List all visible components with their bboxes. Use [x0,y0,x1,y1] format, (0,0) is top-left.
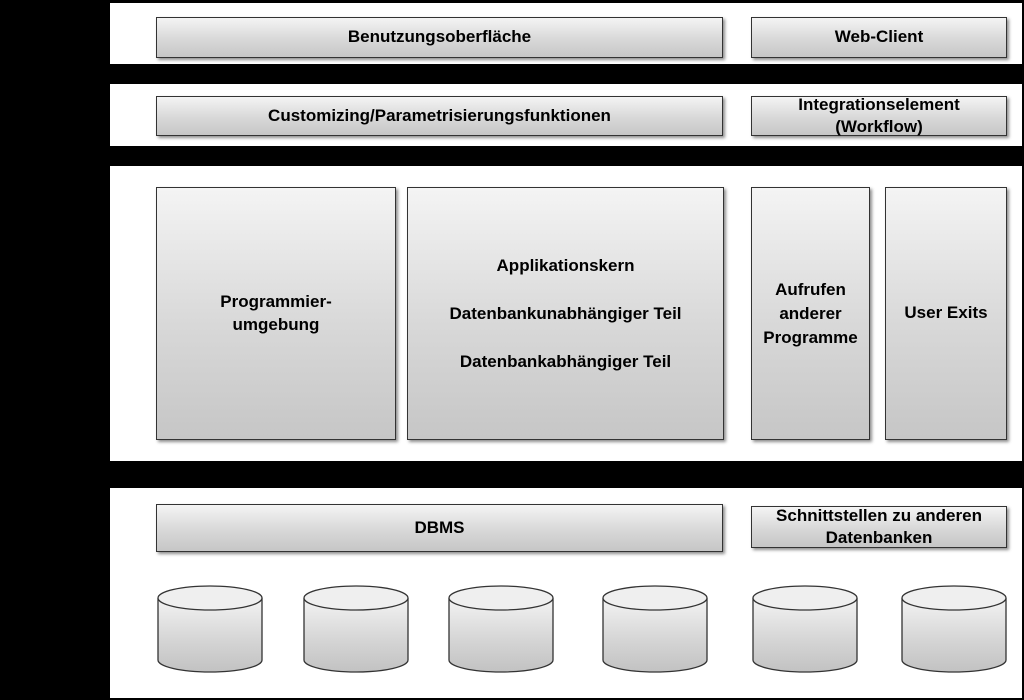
database-cylinder-icon [157,585,263,673]
dbms-label: DBMS [414,517,465,537]
call-other-programs-line1: Aufrufen [775,279,846,299]
database-cylinder-icon [303,585,409,673]
user-interface-label: Benutzungsoberfläche [347,27,532,47]
application-core-box: Applikationskern Datenbankunabhängiger T… [407,187,724,440]
integration-element-line1: Integrationselement [798,94,960,114]
call-other-programs-box: Aufrufen anderer Programme [751,187,870,440]
programming-environment-box: Programmier- umgebung [156,187,396,440]
database-cylinder-icon [448,585,554,673]
database-cylinder-icon [602,585,708,673]
db-dependent-part-label: Datenbankabhängiger Teil [459,351,672,371]
database-cylinder-icon [901,585,1007,673]
user-exits-box: User Exits [885,187,1007,440]
call-other-programs-line2: anderer [779,303,842,323]
web-client-box: Web-Client [751,17,1007,58]
web-client-label: Web-Client [834,27,924,47]
programming-environment-line1: Programmier- [220,292,332,312]
customizing-box: Customizing/Parametrisierungsfunktionen [156,96,723,136]
application-core-title: Applikationskern [496,255,635,275]
database-interfaces-line1: Schnittstellen zu anderen [776,505,982,525]
database-interfaces-line2: Datenbanken [825,528,933,547]
programming-environment-line2: umgebung [232,314,320,334]
database-cylinder-icon [752,585,858,673]
database-interfaces-box: Schnittstellen zu anderen Datenbanken [751,506,1007,548]
call-other-programs-line3: Programme [763,327,858,347]
db-independent-part-label: Datenbankunabhängiger Teil [449,303,682,323]
user-interface-box: Benutzungsoberfläche [156,17,723,58]
user-exits-label: User Exits [904,303,988,323]
integration-element-box: Integrationselement (Workflow) [751,94,1007,136]
customizing-label: Customizing/Parametrisierungsfunktionen [268,105,611,125]
integration-element-line2: (Workflow) [835,117,923,136]
dbms-box: DBMS [156,504,723,552]
